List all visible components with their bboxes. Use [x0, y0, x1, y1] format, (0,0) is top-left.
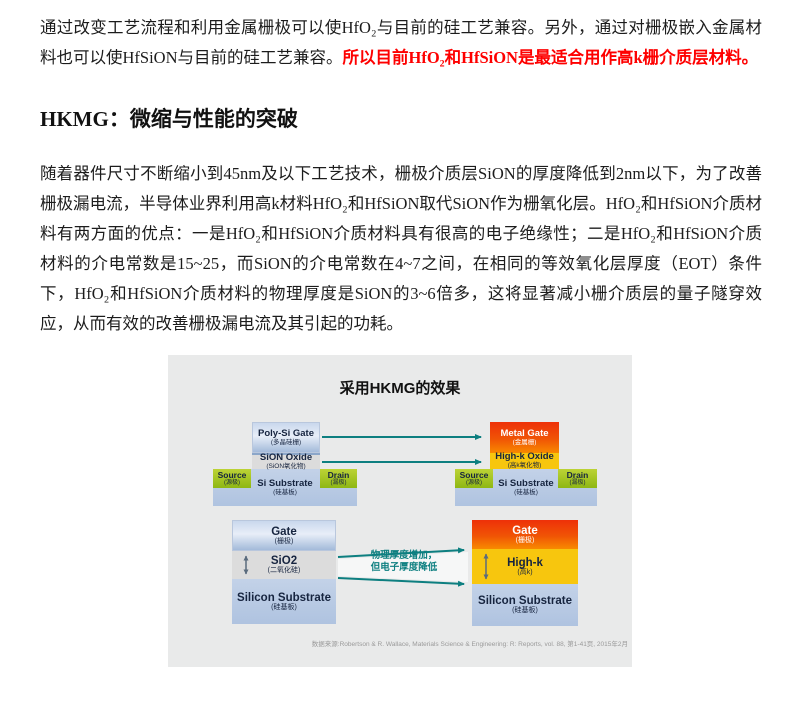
- layer-label: Gate: [271, 525, 297, 538]
- layer-before-drain: Drain (漏极): [320, 469, 357, 488]
- layer-before-source: Source (源极): [213, 469, 251, 488]
- layer-poly-si-gate: Poly-Si Gate (多晶硅栅): [252, 422, 320, 453]
- layer-sublabel: (漏极): [569, 479, 586, 486]
- layer-metal-gate: Metal Gate (金属栅): [490, 422, 559, 453]
- layer-sublabel: (源极): [466, 479, 482, 486]
- layer-label: Source: [459, 469, 489, 480]
- layer-sublabel: (多晶硅栅): [270, 438, 302, 446]
- layer-highk: High-k (高k): [472, 549, 578, 584]
- layer-sublabel: (高k): [517, 568, 533, 576]
- layer-sublabel: (金属栅): [512, 438, 537, 446]
- figure-hkmg-diagram: 采用HKMG的效果 Si Substrate (硅基板) Source (源极)…: [168, 355, 632, 667]
- layer-label: Source: [217, 469, 247, 480]
- figure-title: 采用HKMG的效果: [339, 380, 461, 397]
- layer-label: Si Substrate: [498, 477, 554, 489]
- layer-label: SiON Oxide: [259, 452, 313, 464]
- layer-after-silicon-substrate: Silicon Substrate (硅基板): [472, 584, 578, 626]
- paragraph-body: 随着器件尺寸不断缩小到45nm及以下工艺技术，栅极介质层SiON的厚度降低到2n…: [40, 164, 762, 333]
- layer-before-gate: Gate (栅极): [232, 520, 336, 551]
- layer-label: Si Substrate: [257, 477, 313, 489]
- annotation-line1: 物理厚度增加，: [370, 550, 438, 561]
- layer-sublabel: (高k氧化物): [507, 462, 542, 470]
- annotation-line2: 但电子厚度降低: [370, 562, 438, 573]
- section-heading: HKMG：微缩与性能的突破: [40, 107, 298, 131]
- layer-label: Gate: [512, 524, 538, 537]
- layer-label: Drain: [327, 469, 350, 480]
- paragraph-intro: 通过改变工艺流程和利用金属栅极可以使HfO₂与目前的硅工艺兼容。另外，通过对栅极…: [40, 0, 762, 73]
- layer-highk-oxide: High-k Oxide (高k氧化物): [490, 451, 559, 470]
- layer-after-gate: Gate (栅极): [472, 520, 578, 549]
- layer-label: SiO2: [270, 555, 298, 568]
- layer-sublabel: (硅基板): [271, 603, 297, 611]
- layer-sublabel: (硅基板): [512, 607, 538, 615]
- layer-label: High-k: [507, 556, 543, 569]
- layer-sublabel: (二氧化硅): [267, 567, 301, 575]
- intro-text: 通过改变工艺流程和利用金属栅极可以使HfO₂与目前的硅工艺兼容。另外，通过对栅极…: [40, 18, 762, 67]
- layer-sublabel: (源极): [224, 479, 240, 486]
- intro-highlight-text: 所以目前HfO₂和HfSiON是最适合用作高k栅介质层材料。: [342, 48, 759, 67]
- layer-sublabel: (硅基板): [273, 488, 297, 496]
- layer-sublabel: (硅基板): [514, 488, 538, 496]
- layer-sion-oxide: SiON Oxide (SiON氧化物): [252, 452, 320, 471]
- layer-after-drain: Drain (漏极): [558, 469, 597, 488]
- layer-sublabel: (栅极): [515, 536, 535, 544]
- layer-label: Poly-Si Gate: [258, 427, 314, 439]
- layer-label: Metal Gate: [500, 427, 549, 439]
- arrow-wedge-bottom-icon: [337, 577, 465, 587]
- layer-label: Silicon Substrate: [478, 595, 572, 608]
- layer-label: Silicon Substrate: [237, 591, 331, 604]
- layer-sublabel: (栅极): [274, 537, 294, 545]
- layer-sublabel: (漏极): [330, 479, 347, 486]
- layer-after-source: Source (源极): [455, 469, 493, 488]
- thickness-annotation: 物理厚度增加， 但电子厚度降低: [338, 550, 470, 574]
- layer-sublabel: (SiON氧化物): [266, 463, 306, 471]
- data-source-note: 数据来源:Robertson & R. Wallace, Materials S…: [311, 641, 628, 648]
- layer-before-silicon-substrate: Silicon Substrate (硅基板): [232, 579, 336, 624]
- layer-label: Drain: [566, 469, 589, 480]
- layer-sio2: SiO2 (二氧化硅): [232, 551, 336, 579]
- layer-label: High-k Oxide: [495, 451, 554, 463]
